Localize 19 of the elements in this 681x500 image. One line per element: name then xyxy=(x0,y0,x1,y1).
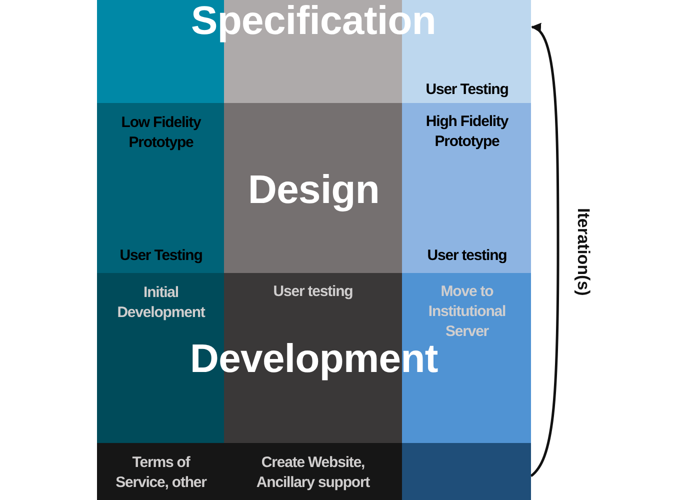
task-text: Move to Institutional Server xyxy=(427,282,507,342)
task-text: Low Fidelity Prototype xyxy=(120,113,202,153)
task-text: User Testing xyxy=(424,80,510,100)
arrow xyxy=(530,26,560,477)
task-text: Terms of Service, other xyxy=(114,453,208,493)
task-text: User testing xyxy=(426,246,508,266)
grid-panel xyxy=(97,443,224,500)
task-text: Create Website, Ancillary support xyxy=(255,453,371,493)
grid-panel xyxy=(224,103,402,273)
task-text: High Fidelity Prototype xyxy=(424,112,510,152)
task-text: User testing xyxy=(272,282,354,302)
phase-title: Design xyxy=(248,170,380,210)
grid-panel xyxy=(97,103,224,273)
task-text: Initial Development xyxy=(116,283,206,323)
grid-panel xyxy=(402,103,531,273)
grid-panel xyxy=(224,443,402,500)
grid-panel xyxy=(402,443,531,500)
edge-label: Iteration(s) xyxy=(573,208,593,296)
task-text: User Testing xyxy=(118,246,204,266)
